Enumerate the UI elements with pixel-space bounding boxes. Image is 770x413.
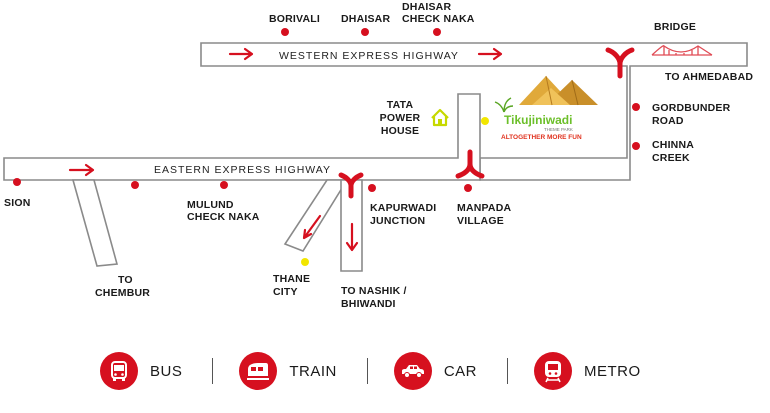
legend-metro[interactable]: METRO [534, 352, 641, 390]
location-dot-dhaisar [361, 28, 369, 36]
junction-fork-icon [338, 172, 364, 199]
junction-fork-icon [455, 149, 485, 179]
legend-divider [366, 358, 368, 384]
direction-arrow-icon [345, 222, 359, 252]
legend-label-bus: BUS [150, 362, 183, 380]
label-to-ahmedabad: TO AHMEDABAD [665, 71, 753, 83]
location-dot-mulund [220, 181, 228, 189]
label-gordbunder-l1: GORDBUNDER [652, 102, 731, 114]
label-dhaisar-naka-l2: CHECK NAKA [402, 13, 475, 25]
western-highway-label: WESTERN EXPRESS HIGHWAY [279, 50, 459, 62]
car-icon [393, 352, 432, 390]
direction-arrow-icon [302, 214, 322, 240]
location-dot-thane-city [301, 258, 309, 266]
logo-name: Tikujiniwadi [504, 113, 572, 127]
train-icon [239, 352, 278, 390]
metro-icon [534, 352, 573, 390]
bus-icon [100, 352, 138, 390]
direction-arrow-icon [477, 47, 503, 61]
transport-legend: BUS TRAIN CAR [100, 348, 641, 394]
label-dhaisar-naka-l1: DHAISAR [402, 1, 451, 13]
location-dot-dhaisar-naka [433, 28, 441, 36]
label-borivali: BORIVALI [269, 13, 320, 25]
logo-subtitle: THEME PARK [544, 127, 573, 132]
label-chembur-l2: CHEMBUR [95, 287, 150, 299]
logo-tagline: ALTOGETHER MORE FUN [501, 134, 582, 141]
road-network [3, 42, 748, 272]
location-dot-sion [13, 178, 21, 186]
location-dot-gordbunder [632, 103, 640, 111]
legend-label-train: TRAIN [289, 362, 337, 380]
label-chinna-l2: CREEK [652, 152, 690, 164]
label-mulund-l1: MULUND [187, 199, 234, 211]
bridge-icon [651, 45, 713, 56]
location-dot-park [481, 117, 489, 125]
legend-divider [212, 358, 214, 384]
label-kapurwadi-l2: JUNCTION [370, 215, 425, 227]
label-tata-l1: TATA [387, 99, 414, 111]
location-dot-kapurwadi [368, 184, 376, 192]
legend-train[interactable]: TRAIN [239, 352, 337, 390]
label-thane-l2: CITY [273, 286, 298, 298]
location-dot-chinna-creek [632, 142, 640, 150]
label-dhaisar: DHAISAR [341, 13, 390, 25]
road-to-thane-city [283, 179, 349, 252]
location-dot-chembur-jn [131, 181, 139, 189]
junction-fork-icon [605, 47, 635, 79]
eastern-express-highway [3, 93, 481, 181]
label-nashik-l1: TO NASHIK / [341, 285, 407, 297]
location-dot-borivali [281, 28, 289, 36]
label-gordbunder-l2: ROAD [652, 115, 684, 127]
label-tata-l2: POWER [380, 112, 421, 124]
eastern-highway-label: EASTERN EXPRESS HIGHWAY [154, 164, 331, 176]
label-chembur-l1: TO [118, 274, 133, 286]
house-icon [431, 108, 449, 127]
label-mulund-l2: CHECK NAKA [187, 211, 260, 223]
label-kapurwadi-l1: KAPURWADI [370, 202, 436, 214]
road-to-chembur [71, 179, 119, 267]
legend-divider [507, 358, 509, 384]
label-thane-l1: THANE [273, 273, 310, 285]
label-bridge: BRIDGE [654, 21, 696, 33]
label-tata-l3: HOUSE [381, 125, 419, 137]
legend-label-car: CAR [443, 362, 478, 380]
legend-label-metro: METRO [584, 362, 641, 380]
label-sion: SION [4, 197, 30, 209]
legend-car[interactable]: CAR [393, 352, 478, 390]
route-map: WESTERN EXPRESS HIGHWAY EASTERN EXPRESS … [3, 1, 753, 310]
location-dot-manpada [464, 184, 472, 192]
direction-arrow-icon [228, 47, 254, 61]
label-chinna-l1: CHINNA [652, 139, 694, 151]
label-manpada-l1: MANPADA [457, 202, 512, 214]
direction-arrow-icon [68, 163, 95, 177]
legend-bus[interactable]: BUS [100, 352, 182, 390]
theme-park-logo: Tikujiniwadi THEME PARK ALTOGETHER MORE … [494, 75, 598, 141]
label-manpada-l2: VILLAGE [457, 215, 504, 227]
label-nashik-l2: BHIWANDI [341, 298, 396, 310]
